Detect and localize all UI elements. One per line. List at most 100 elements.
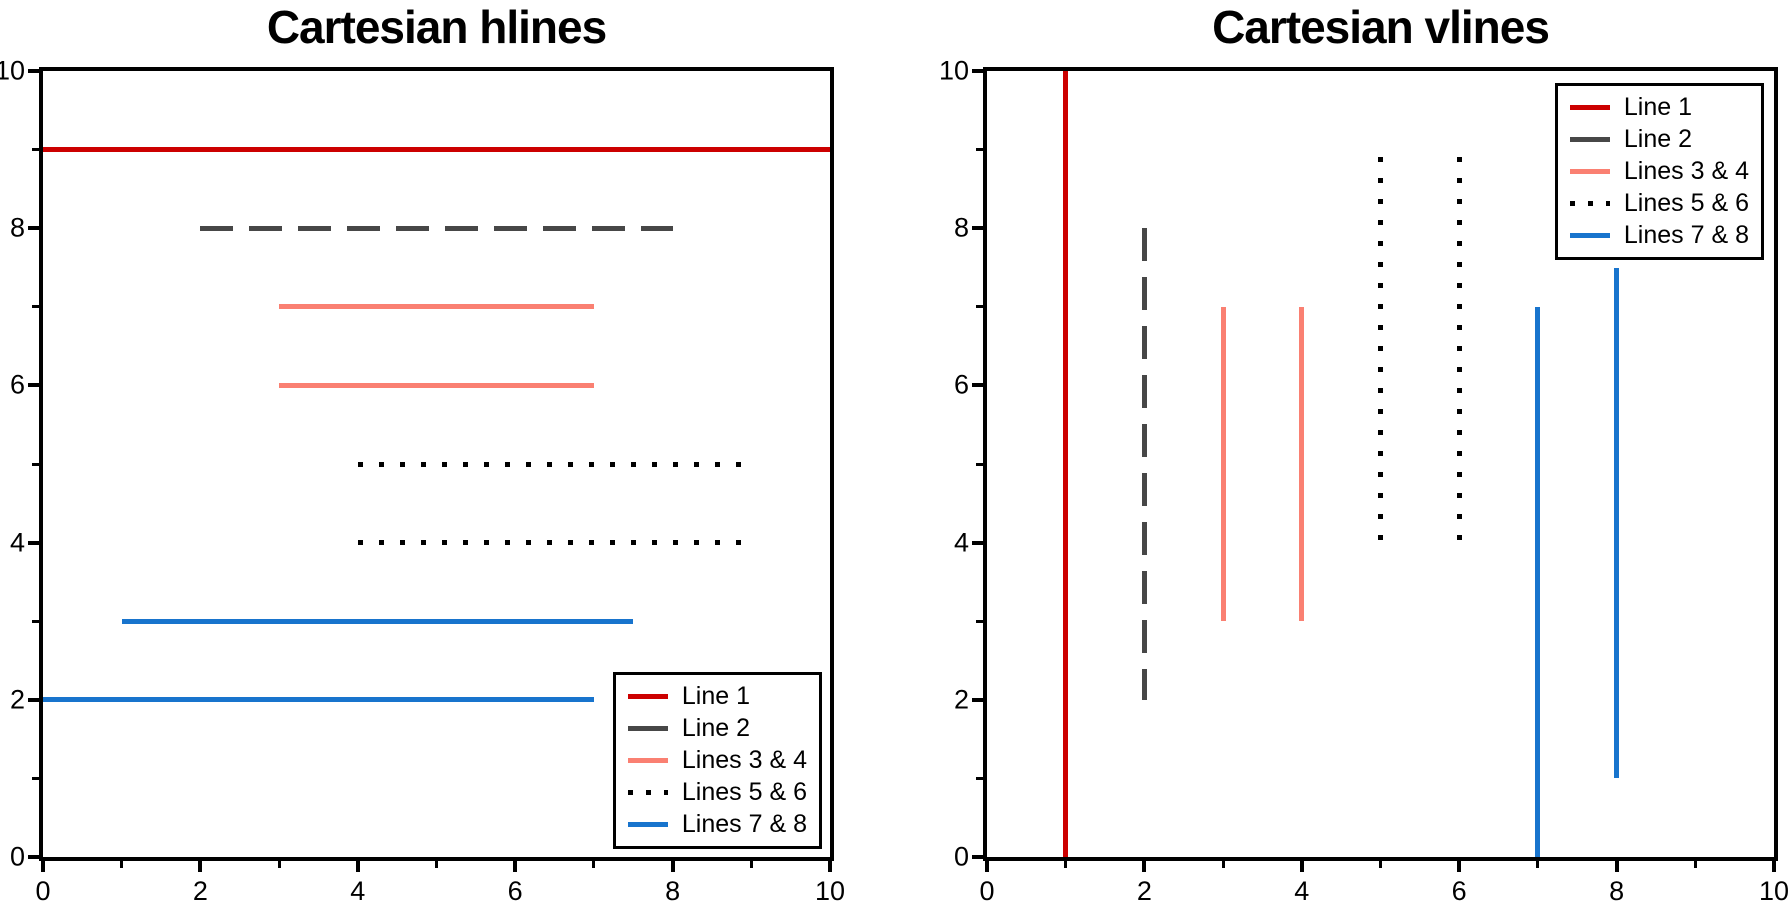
legend: Line 1 Line 2 Lines 3 & 4 Lines 5 & 6 Lines … <box>612 672 822 849</box>
x-minor-tick <box>592 861 596 868</box>
x-major-tick <box>828 861 832 872</box>
y-major-tick <box>28 383 39 388</box>
x-minor-tick <box>1221 861 1225 868</box>
legend-entry: Line 1 <box>627 682 807 710</box>
legend-swatch-dashed <box>627 726 668 731</box>
legend-swatch-solid <box>627 758 668 763</box>
y-minor-tick <box>32 776 39 780</box>
y-major-tick <box>28 855 39 859</box>
x-minor-tick <box>120 861 124 868</box>
vline-line-2 <box>1141 228 1147 700</box>
y-major-tick <box>972 697 983 702</box>
x-major-tick <box>985 861 989 872</box>
legend-label: Line 2 <box>681 714 751 742</box>
y-major-tick <box>28 697 39 702</box>
legend-label: Lines 3 & 4 <box>1623 157 1749 185</box>
y-major-tick <box>28 69 39 73</box>
legend-label: Lines 7 & 8 <box>1623 221 1749 249</box>
legend-label: Line 1 <box>1623 93 1693 121</box>
legend-swatch-solid <box>1569 233 1610 238</box>
x-tick-label: 6 <box>507 876 523 906</box>
y-tick-label: 2 <box>953 684 969 715</box>
hline-lines-5-6 <box>357 461 744 467</box>
x-major-tick <box>198 861 203 872</box>
x-minor-tick <box>1379 861 1382 868</box>
legend-entry: Lines 5 & 6 <box>627 779 807 806</box>
y-minor-tick <box>32 305 39 309</box>
legend-label: Line 1 <box>681 682 751 710</box>
x-major-tick <box>670 861 675 872</box>
y-tick-label: 0 <box>953 841 969 872</box>
hline-lines-3-4 <box>279 382 594 388</box>
y-major-tick <box>972 69 983 73</box>
y-minor-tick <box>976 462 983 466</box>
legend-entry: Line 1 <box>1569 93 1749 121</box>
y-minor-tick <box>976 619 983 623</box>
legend-entry: Line 2 <box>627 714 807 742</box>
legend-label: Line 2 <box>1623 125 1693 153</box>
x-minor-tick <box>1693 861 1697 868</box>
x-tick-label: 0 <box>979 876 995 906</box>
hline-lines-5-6 <box>357 540 744 546</box>
y-minor-tick <box>976 148 983 152</box>
axes-box <box>39 67 834 861</box>
legend-entry: Lines 7 & 8 <box>1569 221 1749 249</box>
legend-entry: Lines 5 & 6 <box>1569 189 1749 217</box>
y-major-tick <box>972 855 983 859</box>
y-minor-tick <box>976 305 983 309</box>
hline-lines-7-8 <box>121 618 634 624</box>
y-minor-tick <box>32 462 39 466</box>
hline-line-1 <box>43 147 830 153</box>
y-tick-label: 2 <box>9 684 25 715</box>
y-major-tick <box>28 540 39 545</box>
x-major-tick <box>41 861 45 872</box>
x-minor-tick <box>1064 861 1068 868</box>
legend-label: Lines 7 & 8 <box>681 810 807 838</box>
x-minor-tick <box>749 861 753 868</box>
legend-swatch-solid <box>1569 169 1610 174</box>
legend-entry: Lines 7 & 8 <box>627 810 807 838</box>
plot-title: Cartesian hlines <box>266 1 607 53</box>
y-tick-label: 8 <box>953 212 969 243</box>
x-minor-tick <box>435 861 438 868</box>
x-tick-label: 2 <box>1136 876 1152 906</box>
y-minor-tick <box>32 148 39 152</box>
legend-swatch-dotted <box>1569 201 1610 206</box>
x-tick-label: 6 <box>1451 876 1467 906</box>
hline-lines-7-8 <box>43 697 594 703</box>
x-tick-label: 2 <box>192 876 208 906</box>
y-tick-label: 8 <box>9 212 25 243</box>
x-tick-label: 8 <box>665 876 681 906</box>
legend-entry: Lines 3 & 4 <box>627 747 807 774</box>
y-tick-label: 6 <box>953 369 969 400</box>
y-tick-label: 6 <box>9 369 25 400</box>
legend-swatch-dashed <box>1569 137 1610 142</box>
vline-lines-3-4 <box>1299 306 1305 622</box>
x-tick-label: 10 <box>814 876 846 906</box>
x-major-tick <box>1772 861 1776 872</box>
x-major-tick <box>1614 861 1619 872</box>
plot-title: Cartesian vlines <box>1212 1 1550 53</box>
x-tick-label: 4 <box>350 876 366 906</box>
axes-box <box>983 67 1778 861</box>
x-major-tick <box>1299 861 1304 872</box>
legend: Line 1 Line 2 Lines 3 & 4 Lines 5 & 6 Lines … <box>1554 83 1764 260</box>
y-tick-label: 10 <box>0 55 25 86</box>
legend-swatch-solid <box>627 694 668 699</box>
vline-lines-5-6 <box>1456 157 1462 543</box>
vline-line-1 <box>1063 71 1069 857</box>
legend-swatch-solid <box>1569 105 1610 110</box>
y-minor-tick <box>976 776 983 780</box>
legend-label: Lines 5 & 6 <box>1623 189 1749 217</box>
y-major-tick <box>972 383 983 388</box>
hline-lines-3-4 <box>279 304 594 310</box>
legend-swatch-solid <box>627 822 668 827</box>
x-minor-tick <box>277 861 281 868</box>
legend-swatch-dotted <box>627 790 668 795</box>
vline-lines-3-4 <box>1220 306 1226 622</box>
y-tick-label: 0 <box>9 841 25 872</box>
hline-line-2 <box>200 225 673 231</box>
